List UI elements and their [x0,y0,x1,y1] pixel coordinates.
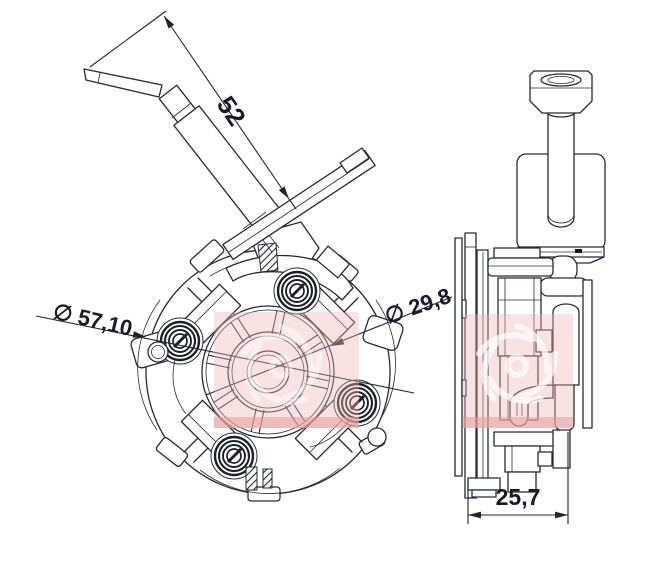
spring-top-right [272,266,322,316]
outer-right-plate [582,279,593,429]
dimension-25-7-label: 25,7 [496,484,541,510]
side-arm [539,277,589,297]
brush-contacts [245,466,273,491]
dimension-57-label: ∅ 57,10 [51,299,135,341]
watermark-front-band [214,417,359,428]
lower-stack [467,429,571,498]
dimension-29-label: ∅ 29,8 [381,283,454,329]
spokes [206,310,330,434]
lever-section-hatch [257,242,279,273]
dimension-25-7: 25,7 [467,432,569,524]
top-housing [225,221,354,301]
rivet-holes [147,341,387,447]
watermark-side-band [463,417,573,428]
terminal-cap [529,70,593,114]
watermark-side [463,314,573,428]
side-view [454,70,606,499]
watermark-front [214,312,359,428]
watermark-side-square [463,314,573,428]
pivot-bar-end [339,147,370,174]
back-plate-1 [454,237,463,477]
lever-assembly [83,68,376,261]
dimension-52-label: 52 [211,90,252,131]
terminal-lug [83,68,163,98]
terminal-stud-shaft [547,112,575,228]
right-tube [552,303,580,386]
upper-bar [487,257,554,277]
pivot-bar [222,149,376,261]
front-view [130,221,404,502]
back-plate-2 [464,232,477,499]
